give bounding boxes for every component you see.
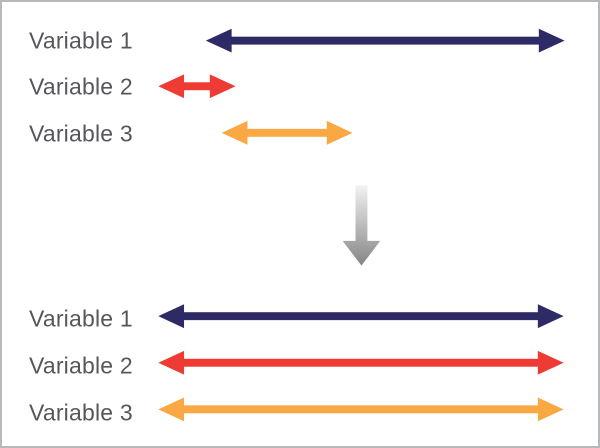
variable-3-before-label: Variable 3 [29,120,133,147]
variable-1-before-label: Variable 1 [29,27,133,54]
down-arrow-icon [342,185,381,266]
variable-3-before-range-arrow [221,120,353,145]
variable-2-before-range-arrow [158,74,236,99]
variable-2-after-range-arrow [158,350,564,375]
variable-3-after-range-arrow [158,397,564,422]
variable-1-after-label: Variable 1 [29,305,133,332]
variable-2-after-label: Variable 2 [29,352,133,379]
variable-3-after-label: Variable 3 [29,399,133,426]
variable-2-before-label: Variable 2 [29,73,133,100]
variable-1-after-range-arrow [158,304,564,329]
variable-1-before-range-arrow [205,28,565,53]
